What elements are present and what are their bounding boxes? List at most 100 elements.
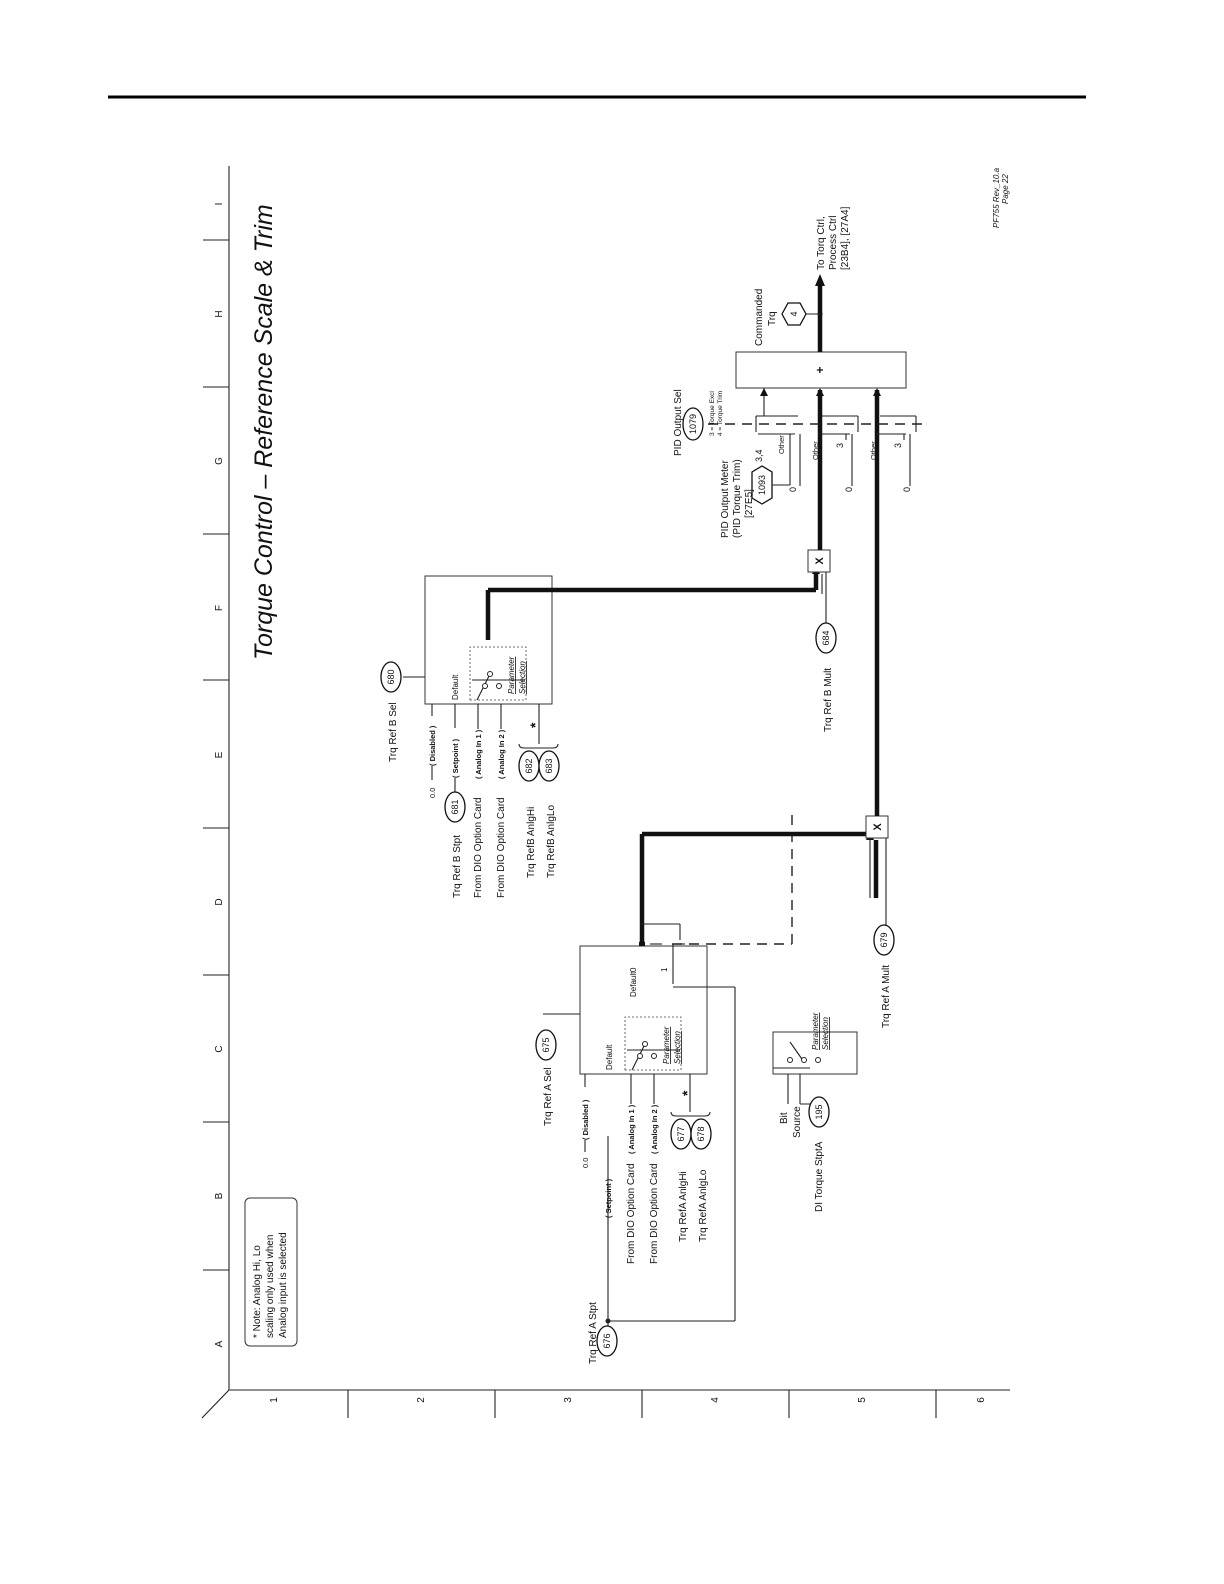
di-selector-box [772,1031,858,1075]
di-source-label: Source [792,1106,803,1138]
note-line-1: * Note: Analog Hi, Lo [252,1245,263,1338]
trq-ref-b-selection-label: Selection [518,661,527,694]
column-ticks [203,239,229,1271]
page-title: Torque Control – Reference Scale & Trim [250,204,278,660]
commanded-trq-line-2: Trq [767,311,778,326]
pid-output-meter-param [751,465,773,505]
column-label-h: H [214,310,225,317]
trq-ref-a-selection-label: Selection [673,1031,682,1064]
trq-ref-b-mult-label: Trq Ref B Mult [823,668,834,732]
pid-legend-torque-excl: 3 = Torque Excl [709,391,716,436]
di-selection-label: Selection [821,1017,830,1050]
pid-switch-b-zero-label: 0 [844,487,854,492]
row-label-5: 5 [857,1397,868,1403]
trq-ref-a-anlg-lo-param [690,1118,712,1150]
trq-ref-a-mult-label: Trq Ref A Mult [881,965,892,1028]
trq-ref-a-parameter-label: Parameter [662,1026,671,1064]
di-parameter-label: Parameter [811,1012,820,1050]
destination-line-1: To Torq Ctrl, [816,216,827,270]
column-label-b: B [214,1192,225,1199]
pid-switch-b-other-label: Other [811,441,820,460]
trq-ref-b-stpt-label: Trq Ref B Stpt [452,835,463,898]
trq-ref-a-multiplier-symbol: X [872,823,884,831]
trq-ref-b-disabled-option: ( Disabled ) [428,725,437,766]
trq-ref-a-stpt-param-value: 676 [602,1333,612,1348]
trq-ref-a-anlg-lo-param-value: 678 [696,1126,706,1141]
row-label-6: 6 [976,1397,987,1403]
trq-ref-a-anlg-lo-label: Trq RefA AnlgLo [698,1169,709,1242]
trq-ref-a-dio-card-1: From DIO Option Card [626,1163,637,1264]
pid-output-sel-param [682,407,704,441]
trq-ref-b-multiplier-symbol: X [814,557,826,565]
trq-ref-a-anlg-hi-param-value: 677 [676,1126,686,1141]
column-label-f: F [214,605,225,611]
trq-ref-b-sel-label: Trq Ref B Sel [388,702,399,762]
trq-ref-b-sel-param [380,661,402,693]
pid-output-sel-param-value: 1079 [688,414,698,434]
trq-ref-a-mult-param-value: 679 [879,932,889,947]
column-label-a: A [214,1340,225,1347]
trq-ref-b-setpoint-option: ( Setpoint ) [451,738,460,778]
trq-ref-a-analog-in-2-option: ( Analog In 2 ) [650,1104,659,1154]
summing-junction-symbol: + [813,366,827,373]
note-line-2: scaling only used when [265,1235,276,1338]
trq-ref-a-parameter-selection-frame [624,1016,682,1071]
trq-ref-b-analog-in-1-option: ( Analog In 1 ) [474,729,483,779]
pid-switch-a-other-label: Other [869,441,878,460]
trq-ref-b-anlg-hi-param-value: 682 [524,758,534,773]
column-label-g: G [214,457,225,465]
note-box [244,1197,298,1347]
column-label-e: E [214,751,225,758]
trq-ref-b-anlg-lo-label: Trq RefB AnlgLo [546,805,557,878]
trq-ref-a-note-star: * [679,1090,695,1096]
destination-line-2: Process Ctrl [828,216,839,270]
di-torque-stpta-param-value: 195 [814,1104,824,1119]
pid-output-sel-label: PID Output Sel [673,389,684,456]
pid-switch-b-three-label: 3 [835,443,845,448]
pid-switch-trim-zero-label: 0 [788,487,798,492]
trq-ref-a-default-label: Default [605,1044,614,1070]
pid-switch-a-three-label: 3 [893,443,903,448]
commanded-trq-param-value: 4 [789,311,799,316]
output-switch-default-label: Default [629,971,638,997]
trq-ref-b-note-star: * [527,722,543,728]
pid-switch-trim-34-label: 3,4 [754,449,764,462]
pid-output-meter-line-1: PID Output Meter [720,460,731,538]
trq-ref-b-zero-value: 0.0 [428,788,437,798]
di-torque-stpta-label: DI Torque StptA [814,1141,825,1212]
column-label-c: C [214,1045,225,1052]
trq-ref-a-sel-param [535,1029,557,1061]
landscape-diagram: A B C D E F G H I 1 2 3 4 5 6 Torque Con… [201,166,1010,1419]
row-ticks [347,1390,937,1418]
trq-ref-b-anlg-hi-label: Trq RefB AnlgHi [526,807,537,878]
trq-ref-a-analog-in-1-option: ( Analog In 1 ) [627,1104,636,1154]
commanded-trq-line-1: Commanded [754,289,765,346]
trq-ref-b-parameter-label: Parameter [507,656,516,694]
trq-ref-b-parameter-selection-frame [469,646,527,701]
pid-output-meter-line-3: [27E5] [744,489,755,518]
row-label-3: 3 [563,1397,574,1403]
trq-ref-a-sel-param-value: 675 [541,1037,551,1052]
pid-legend-torque-trim: 4 = Torque Trim [717,391,724,436]
trq-ref-a-sel-label: Trq Ref A Sel [543,1067,554,1126]
trq-ref-a-anlg-hi-label: Trq RefA AnlgHi [678,1171,689,1242]
di-bit-label: Bit [779,1112,790,1124]
column-label-i: I [214,203,225,206]
trq-ref-b-stpt-param [444,791,466,823]
trq-ref-a-stpt-param [596,1325,618,1357]
row-label-4: 4 [710,1397,721,1403]
trq-ref-b-stpt-param-value: 681 [450,799,460,814]
pid-switch-a-zero-label: 0 [902,487,912,492]
trq-ref-b-default-label: Default [451,674,460,700]
trq-ref-a-mult-param [873,924,895,956]
pid-output-meter-line-2: (PID Torque Trim) [732,459,743,538]
trq-ref-b-dio-card-2: From DIO Option Card [496,797,507,898]
trq-ref-b-analog-in-2-option: ( Analog In 2 ) [497,729,506,779]
pid-output-meter-param-value: 1093 [757,475,767,495]
trq-ref-a-dio-card-2: From DIO Option Card [649,1163,660,1264]
trq-ref-b-mult-param [815,622,837,654]
column-label-d: D [214,898,225,905]
trq-ref-b-anlg-lo-param-value: 683 [544,758,554,773]
